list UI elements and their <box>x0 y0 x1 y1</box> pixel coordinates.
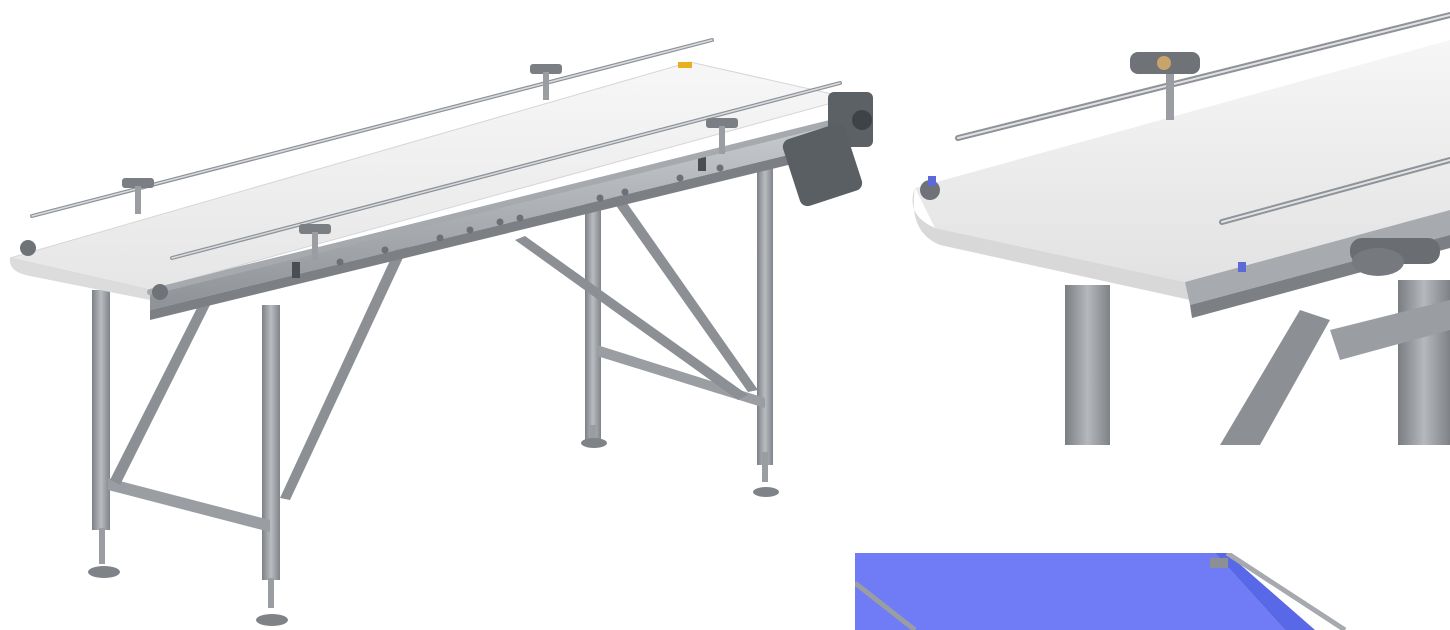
detail-handle-knob <box>1350 238 1440 276</box>
conveyor-overview-svg <box>9 38 873 626</box>
back-legs <box>515 165 779 497</box>
rail-clamps <box>122 64 738 260</box>
end-rollers <box>20 240 168 300</box>
blue-belt-rail-right <box>1225 553 1347 630</box>
detail-side-frame <box>1185 210 1450 305</box>
side-frame <box>150 118 850 320</box>
blue-belt-rail-left <box>855 581 917 630</box>
detail-belt <box>915 40 1450 282</box>
drive-motor <box>782 92 873 207</box>
indicator-light <box>678 62 692 68</box>
front-legs <box>88 228 415 626</box>
conveyor-belt <box>9 61 851 300</box>
blue-belt-svg <box>855 553 1347 630</box>
conveyor-detail-render <box>900 0 1450 445</box>
detail-rail-clamp <box>1130 52 1200 120</box>
detail-leg <box>1065 285 1110 445</box>
detail-diagonal-brace <box>1220 310 1330 445</box>
blue-belt-render <box>855 553 1450 630</box>
conveyor-overview-render <box>9 38 873 626</box>
blue-belt-surface <box>855 553 1285 630</box>
conveyor-detail-svg <box>912 12 1450 445</box>
